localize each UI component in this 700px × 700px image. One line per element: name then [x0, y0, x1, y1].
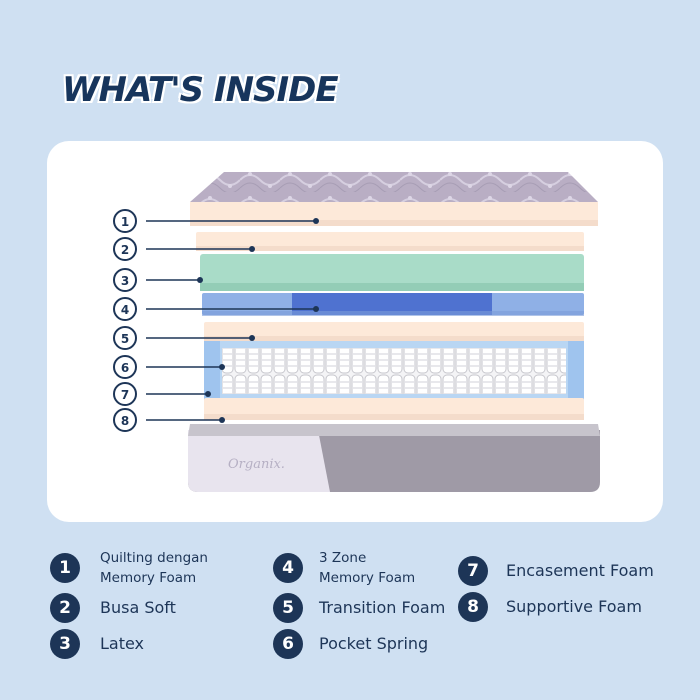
legend-label-3: Latex	[100, 634, 145, 653]
legend-item-1: 1 Quilting dengan Memory Foam	[50, 548, 208, 588]
legend-item-6: 6 Pocket Spring	[273, 629, 428, 659]
legend-number-3: 3	[50, 629, 80, 659]
legend-item-3: 3 Latex	[50, 629, 144, 659]
pocket-spring-layer	[222, 348, 566, 394]
legend-number-8: 8	[458, 592, 488, 622]
legend-item-7: 7 Encasement Foam	[458, 556, 654, 586]
callout-dots	[197, 218, 319, 423]
legend-item-2: 2 Busa Soft	[50, 593, 176, 623]
legend-label-6: Pocket Spring	[319, 634, 429, 653]
legend-item-8: 8 Supportive Foam	[458, 592, 642, 622]
legend-number-6: 6	[273, 629, 303, 659]
svg-text:3: 3	[121, 274, 129, 288]
quilting-top-surface	[190, 172, 598, 202]
legend-number-2: 2	[50, 593, 80, 623]
legend-label-7: Encasement Foam	[506, 561, 654, 580]
callout-lines	[146, 220, 316, 421]
callout-badge-5: 5	[113, 326, 137, 350]
callout-badge-6: 6	[113, 355, 137, 379]
svg-text:8: 8	[121, 414, 129, 428]
legend-label-4: 3 Zone Memory Foam	[319, 550, 416, 586]
callout-badge-8: 8	[113, 408, 137, 432]
legend-number-1: 1	[50, 553, 80, 583]
callout-badge-4: 4	[113, 297, 137, 321]
svg-text:6: 6	[121, 361, 129, 375]
svg-text:2: 2	[121, 243, 129, 257]
legend-label-1: Quilting dengan Memory Foam	[100, 550, 208, 586]
base-front-panel	[188, 430, 330, 492]
transition-foam-layer	[204, 322, 584, 340]
legend-item-4: 4 3 Zone Memory Foam	[273, 548, 415, 588]
legend-label-5: Transition Foam	[319, 598, 446, 617]
callout-badge-1: 1	[113, 209, 137, 233]
brand-logo: Organix.	[228, 457, 285, 472]
svg-text:1: 1	[121, 215, 129, 229]
callout-badge-2: 2	[113, 237, 137, 261]
callout-badge-7: 7	[113, 382, 137, 406]
legend-number-7: 7	[458, 556, 488, 586]
legend-item-5: 5 Transition Foam	[273, 593, 445, 623]
base-top-edge	[188, 424, 600, 436]
latex-layer	[200, 254, 584, 290]
zone-memory-foam-center	[292, 293, 492, 315]
page-title: WHAT'S INSIDE	[61, 69, 340, 111]
svg-text:5: 5	[121, 332, 129, 346]
legend-number-5: 5	[273, 593, 303, 623]
legend-label-8: Supportive Foam	[506, 597, 642, 616]
svg-text:4: 4	[121, 303, 129, 317]
encasement-foam-edge-left	[204, 340, 220, 406]
supportive-foam-layer	[204, 398, 584, 418]
callout-badge-3: 3	[113, 268, 137, 292]
legend-number-4: 4	[273, 553, 303, 583]
svg-text:7: 7	[121, 388, 129, 402]
busa-soft-layer	[196, 232, 584, 250]
legend-label-2: Busa Soft	[100, 598, 176, 617]
encasement-foam-edge-right	[568, 340, 584, 406]
